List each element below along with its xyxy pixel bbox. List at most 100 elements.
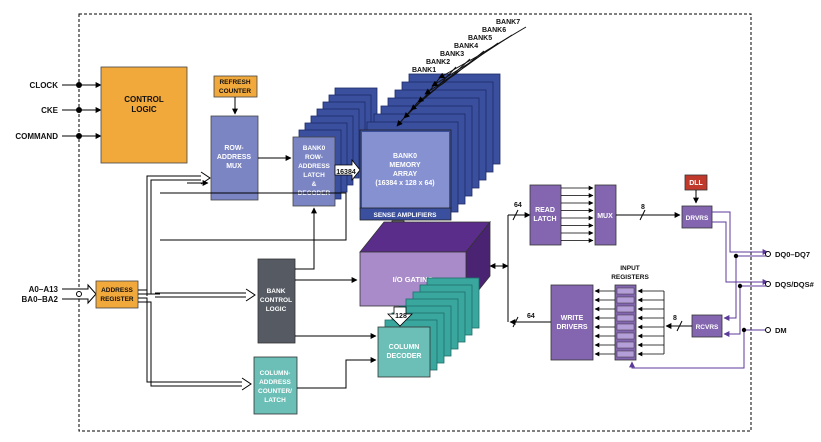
drivers-label: DRVRS [686, 215, 709, 222]
row-bus-width: 16384 [336, 169, 356, 176]
input-register-cell-6 [616, 332, 635, 340]
bank-control-label-2: CONTROL [260, 297, 292, 304]
address-register-label-2: REGISTER [100, 296, 134, 303]
col-bus-128: 128 [387, 306, 413, 327]
dqs-label: DQS/DQS# [775, 280, 815, 289]
row-mux-label-3: MUX [226, 163, 242, 170]
row-latch-label-1: BANK0 [303, 145, 326, 152]
read-latch-label-1: READ [535, 207, 555, 214]
receivers-label: RCVRS [696, 324, 719, 331]
bank-control-label-1: BANK [267, 288, 286, 295]
io-pin-routing [629, 211, 769, 369]
bank0-row-latch-block [292, 136, 336, 207]
bank-label-7: BANK7 [496, 19, 520, 26]
bank-control-label-3: LOGIC [266, 306, 287, 313]
address-routing [138, 171, 256, 391]
bank-label-1: BANK1 [412, 67, 436, 74]
row-bus-16384: 16384 [334, 158, 361, 182]
row-latch-label-4: LATCH [303, 172, 325, 179]
row-latch-label-2: ROW- [305, 154, 323, 161]
bank0-array-face [362, 132, 449, 208]
bank-arrow-7 [438, 26, 527, 79]
column-address-counter-block [253, 356, 298, 415]
mux-label: MUX [597, 213, 613, 220]
input-register-cell-3 [616, 305, 635, 313]
io-gating-label: I/O GATING [393, 275, 434, 284]
input-register-body [614, 284, 637, 361]
input-registers-block [594, 284, 665, 361]
write-drivers-label-1: WRITE [561, 315, 584, 322]
dqs-junction [737, 283, 743, 289]
mux-bus-width: 8 [641, 204, 645, 211]
address-inputs: A0–A13 BA0–BA2 [22, 283, 97, 305]
memory-array-label-3: ARRAY [393, 171, 418, 178]
input-register-cell-2 [616, 296, 635, 304]
bank-label-5: BANK5 [468, 35, 492, 42]
output-pins: DQ0–DQ7 DQS/DQS# DM [765, 250, 815, 335]
write-drivers-block [550, 284, 594, 361]
col-counter-label-3: COUNTER/ [258, 388, 292, 395]
control-inputs: CLOCK CKE COMMAND [15, 81, 102, 141]
rcvr-bus-width: 8 [673, 315, 677, 322]
col-counter-label-4: LATCH [264, 397, 286, 404]
clock-label: CLOCK [30, 81, 59, 90]
read-bus-width: 64 [514, 202, 522, 209]
input-register-cell-4 [616, 314, 635, 322]
write-drivers-label-2: DRIVERS [556, 324, 587, 331]
col-counter-label-2: ADDRESS [259, 379, 291, 386]
bank-label-3: BANK3 [440, 51, 464, 58]
col-counter-label-1: COLUMN- [260, 370, 291, 377]
dll-label: DLL [689, 180, 703, 187]
bank-label-2: BANK2 [426, 59, 450, 66]
row-latch-label-3: ADDRESS [298, 163, 330, 170]
control-logic-label-2: LOGIC [131, 105, 157, 114]
control-logic-block [100, 66, 188, 164]
read-latch-block [529, 184, 562, 246]
bank-label-6: BANK6 [482, 27, 506, 34]
column-decoder-label-1: COLUMN [389, 344, 420, 351]
col-bus-width: 128 [395, 313, 407, 320]
input-register-cell-7 [616, 341, 635, 349]
read-latch-outputs [561, 185, 594, 243]
input-registers-label-2: REGISTERS [611, 274, 649, 281]
column-decoder-label-2: DECODER [386, 353, 421, 360]
address-register-label-1: ADDRESS [101, 287, 133, 294]
input-registers-label-1: INPUT [620, 265, 640, 272]
refresh-counter-label-1: REFRESH [219, 79, 250, 86]
sense-amplifiers-block [359, 207, 452, 221]
dq-junction [733, 253, 739, 259]
bank-control-logic-block [257, 258, 296, 344]
control-logic-label-1: CONTROL [124, 95, 164, 104]
address-ba-label: BA0–BA2 [22, 295, 59, 304]
bank-control-routing [295, 207, 377, 389]
address-a-label: A0–A13 [29, 285, 59, 294]
dm-junction [741, 327, 747, 333]
dm-label: DM [775, 326, 787, 335]
row-address-mux-block [210, 115, 259, 201]
row-mux-label-1: ROW- [224, 145, 244, 152]
column-decoder-block [377, 326, 431, 378]
address-register-block [95, 280, 139, 309]
input-register-cell-8 [616, 350, 635, 358]
row-latch-label-5: & [312, 181, 317, 188]
refresh-counter-label-2: COUNTER [219, 88, 251, 95]
input-register-cell-1 [616, 287, 635, 295]
row-mux-label-2: ADDRESS [217, 154, 252, 161]
chip-boundary [78, 13, 752, 432]
read-latch-label-2: LATCH [533, 216, 556, 223]
cke-label: CKE [41, 106, 59, 115]
sense-amplifiers-label: SENSE AMPLIFIERS [374, 212, 438, 219]
drivers-block [681, 205, 713, 229]
data-bus-routing [489, 209, 551, 328]
write-bus-width: 64 [527, 313, 535, 320]
dq-label: DQ0–DQ7 [775, 250, 810, 259]
control-routing [160, 180, 347, 241]
memory-array-label-1: BANK0 [393, 153, 417, 160]
bank-label-4: BANK4 [454, 43, 478, 50]
bank-arrow-6 [431, 34, 513, 87]
memory-array-label-4: (16384 x 128 x 64) [375, 180, 434, 187]
command-label: COMMAND [15, 132, 58, 141]
